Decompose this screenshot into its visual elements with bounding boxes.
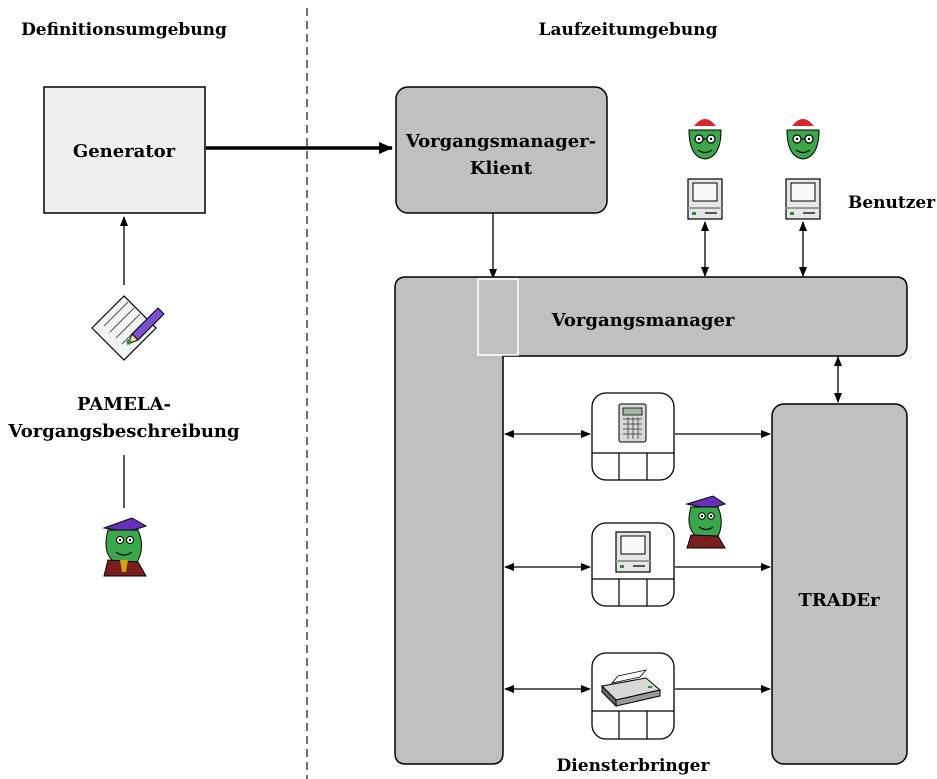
manager-label: Vorgangsmanager (551, 310, 735, 331)
provider-character-icon (685, 495, 727, 549)
providers-label: Diensterbringer (557, 756, 711, 776)
workflow-manager-box (394, 276, 908, 765)
workflow-manager-client-box (395, 86, 608, 214)
generator-box (43, 86, 206, 214)
description-label-line1: PAMELA- (77, 394, 171, 415)
printer-icon (600, 669, 662, 708)
runtime-environment-title: Laufzeitumgebung (539, 20, 718, 40)
generator-label: Generator (73, 141, 176, 162)
trader-box (771, 403, 908, 765)
workstation-computer-icon (687, 178, 723, 220)
user-avatar-icon (688, 107, 722, 160)
manager-client-interface-port (477, 278, 519, 356)
user-avatar-icon (786, 107, 820, 160)
description-label-line2: Vorgangsbeschreibung (7, 421, 240, 442)
client-label-line1: Vorgangsmanager- (405, 131, 596, 152)
definition-environment-title: Definitionsumgebung (21, 20, 227, 40)
provider-computer (591, 522, 675, 607)
document-with-pen-icon (91, 295, 165, 361)
trader-label: TRADEr (798, 590, 880, 611)
provider-calculator (591, 392, 675, 481)
users-label: Benutzer (848, 193, 936, 213)
developer-character-icon (102, 517, 148, 577)
calculator-icon (618, 403, 647, 443)
provider-printer (591, 652, 675, 740)
computer-icon (615, 531, 651, 573)
workstation-computer-icon (785, 178, 821, 220)
client-label-line2: Klient (470, 158, 533, 179)
